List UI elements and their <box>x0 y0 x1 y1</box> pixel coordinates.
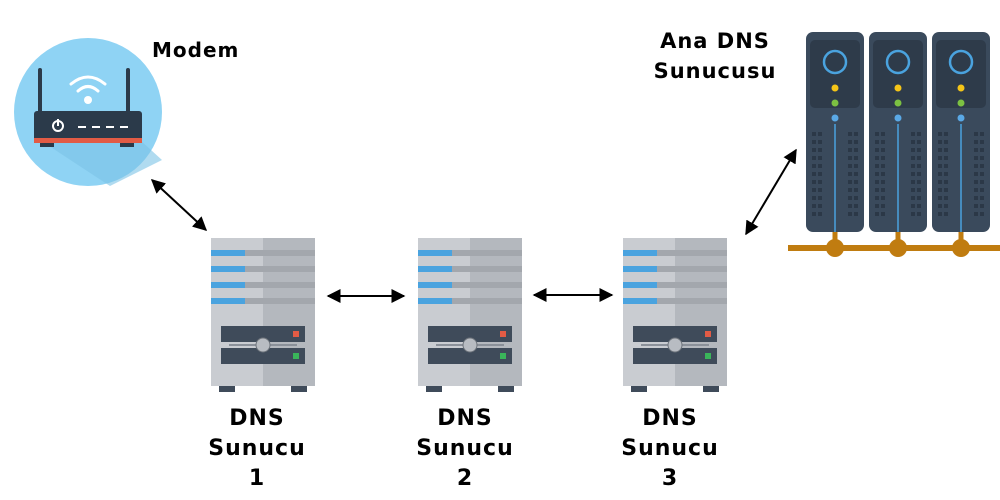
main-dns-label: Ana DNS Sunucusu <box>630 26 800 86</box>
modem-label: Modem <box>152 38 239 62</box>
dns-server-2-label: DNS Sunucu 2 <box>395 404 535 494</box>
dns-server-2-label-line2: Sunucu <box>416 436 514 461</box>
main-dns-label-line1: Ana DNS <box>660 29 770 53</box>
dns-server-2-label-line1: DNS <box>437 406 493 431</box>
dns-server-1 <box>210 237 316 393</box>
dns-server-3-label-line3: 3 <box>661 466 679 491</box>
connector-server3-main-dns <box>745 148 797 236</box>
dns-server-2 <box>417 237 523 393</box>
connector-modem-server1 <box>150 179 208 231</box>
dns-server-3-label-line1: DNS <box>642 406 698 431</box>
dns-server-3-label: DNS Sunucu 3 <box>600 404 740 494</box>
dns-server-2-label-line3: 2 <box>456 466 474 491</box>
dns-server-1-label: DNS Sunucu 1 <box>187 404 327 494</box>
dns-server-1-label-line3: 1 <box>248 466 266 491</box>
wifi-router-icon <box>14 38 162 186</box>
server-rack-icon <box>788 30 1000 257</box>
dns-server-1-label-line2: Sunucu <box>208 436 306 461</box>
dns-server-3 <box>622 237 728 393</box>
main-dns-label-line2: Sunucusu <box>653 59 777 83</box>
modem-label-text: Modem <box>152 38 240 62</box>
dns-server-1-label-line1: DNS <box>229 406 285 431</box>
dns-server-3-label-line2: Sunucu <box>621 436 719 461</box>
